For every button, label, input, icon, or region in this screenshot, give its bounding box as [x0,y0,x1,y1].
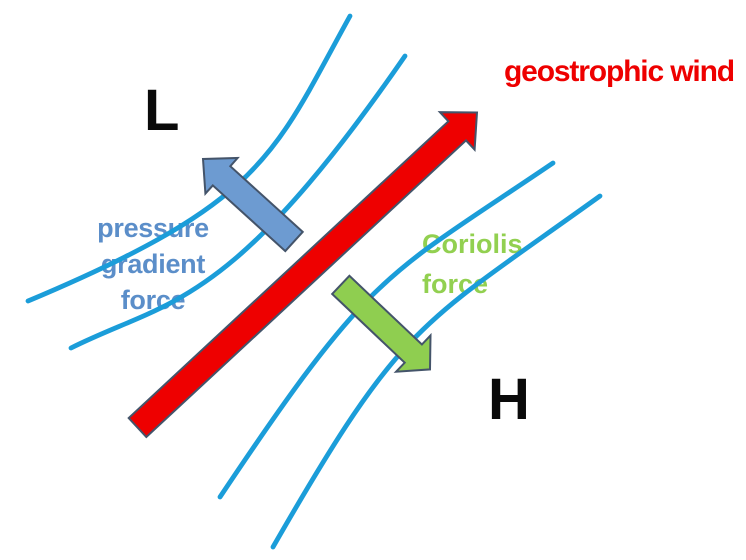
coriolis-line-1: Coriolis [422,229,523,259]
isobar-line-4 [270,193,603,550]
geostrophic-wind-label: geostrophic wind [504,55,735,88]
coriolis-force-arrow [330,274,432,373]
high-pressure-label: H [488,367,530,432]
isobar-line-3 [217,160,556,500]
isobar-line-2 [68,53,408,351]
force-arrows [127,111,479,439]
low-pressure-label: L [144,78,180,143]
isobar-line-1 [25,13,353,304]
geostrophic-wind-arrow [127,111,479,439]
coriolis-force-label: Coriolis force [422,224,523,304]
pgf-line-2: gradient [100,249,206,279]
isobar-lines [25,13,603,550]
pressure-gradient-force-arrow [201,156,305,253]
